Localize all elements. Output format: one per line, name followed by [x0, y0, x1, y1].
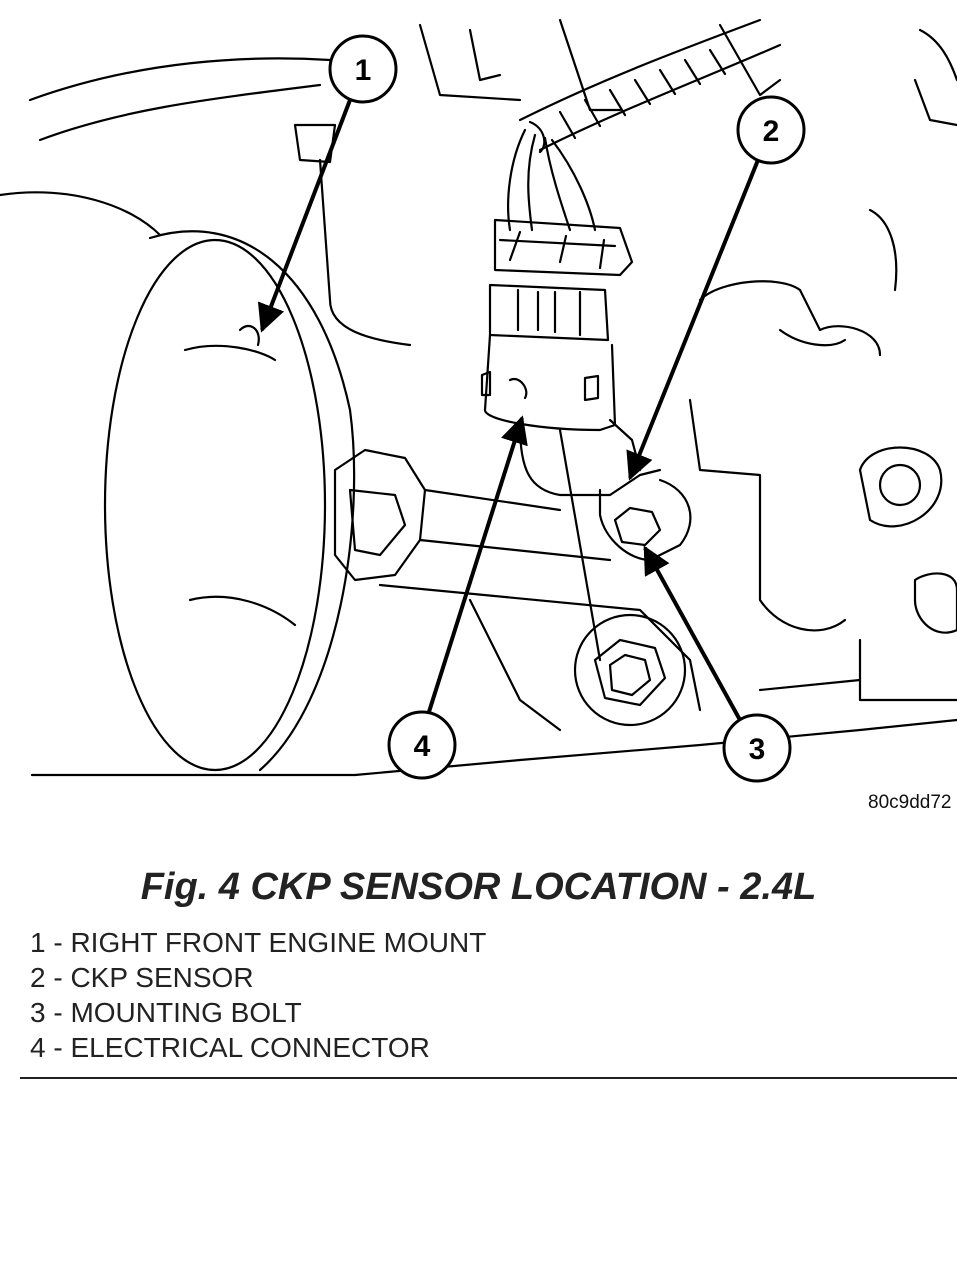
svg-text:3: 3: [749, 733, 766, 766]
legend-item: 2 - CKP SENSOR: [30, 962, 254, 993]
callout-2: 2: [626, 95, 806, 481]
legend-list: 1 - RIGHT FRONT ENGINE MOUNT 2 - CKP SEN…: [30, 925, 486, 1065]
ckp-sensor-illustration: 1 2 3 4: [0, 18, 957, 783]
callout-3: 3: [643, 545, 792, 783]
legend-item: 4 - ELECTRICAL CONNECTOR: [30, 1032, 430, 1063]
legend-item: 3 - MOUNTING BOLT: [30, 997, 302, 1028]
legend-item: 1 - RIGHT FRONT ENGINE MOUNT: [30, 927, 487, 958]
svg-text:2: 2: [763, 115, 780, 148]
engine-line-art: [0, 18, 957, 777]
svg-text:1: 1: [355, 54, 372, 87]
divider: [20, 1077, 957, 1079]
svg-text:4: 4: [414, 730, 431, 763]
figure-caption: Fig. 4 CKP SENSOR LOCATION - 2.4L: [140, 866, 817, 908]
callout-1: 1: [257, 34, 398, 333]
callout-4: 4: [387, 415, 528, 780]
figure-code: 80c9dd72: [868, 792, 952, 813]
